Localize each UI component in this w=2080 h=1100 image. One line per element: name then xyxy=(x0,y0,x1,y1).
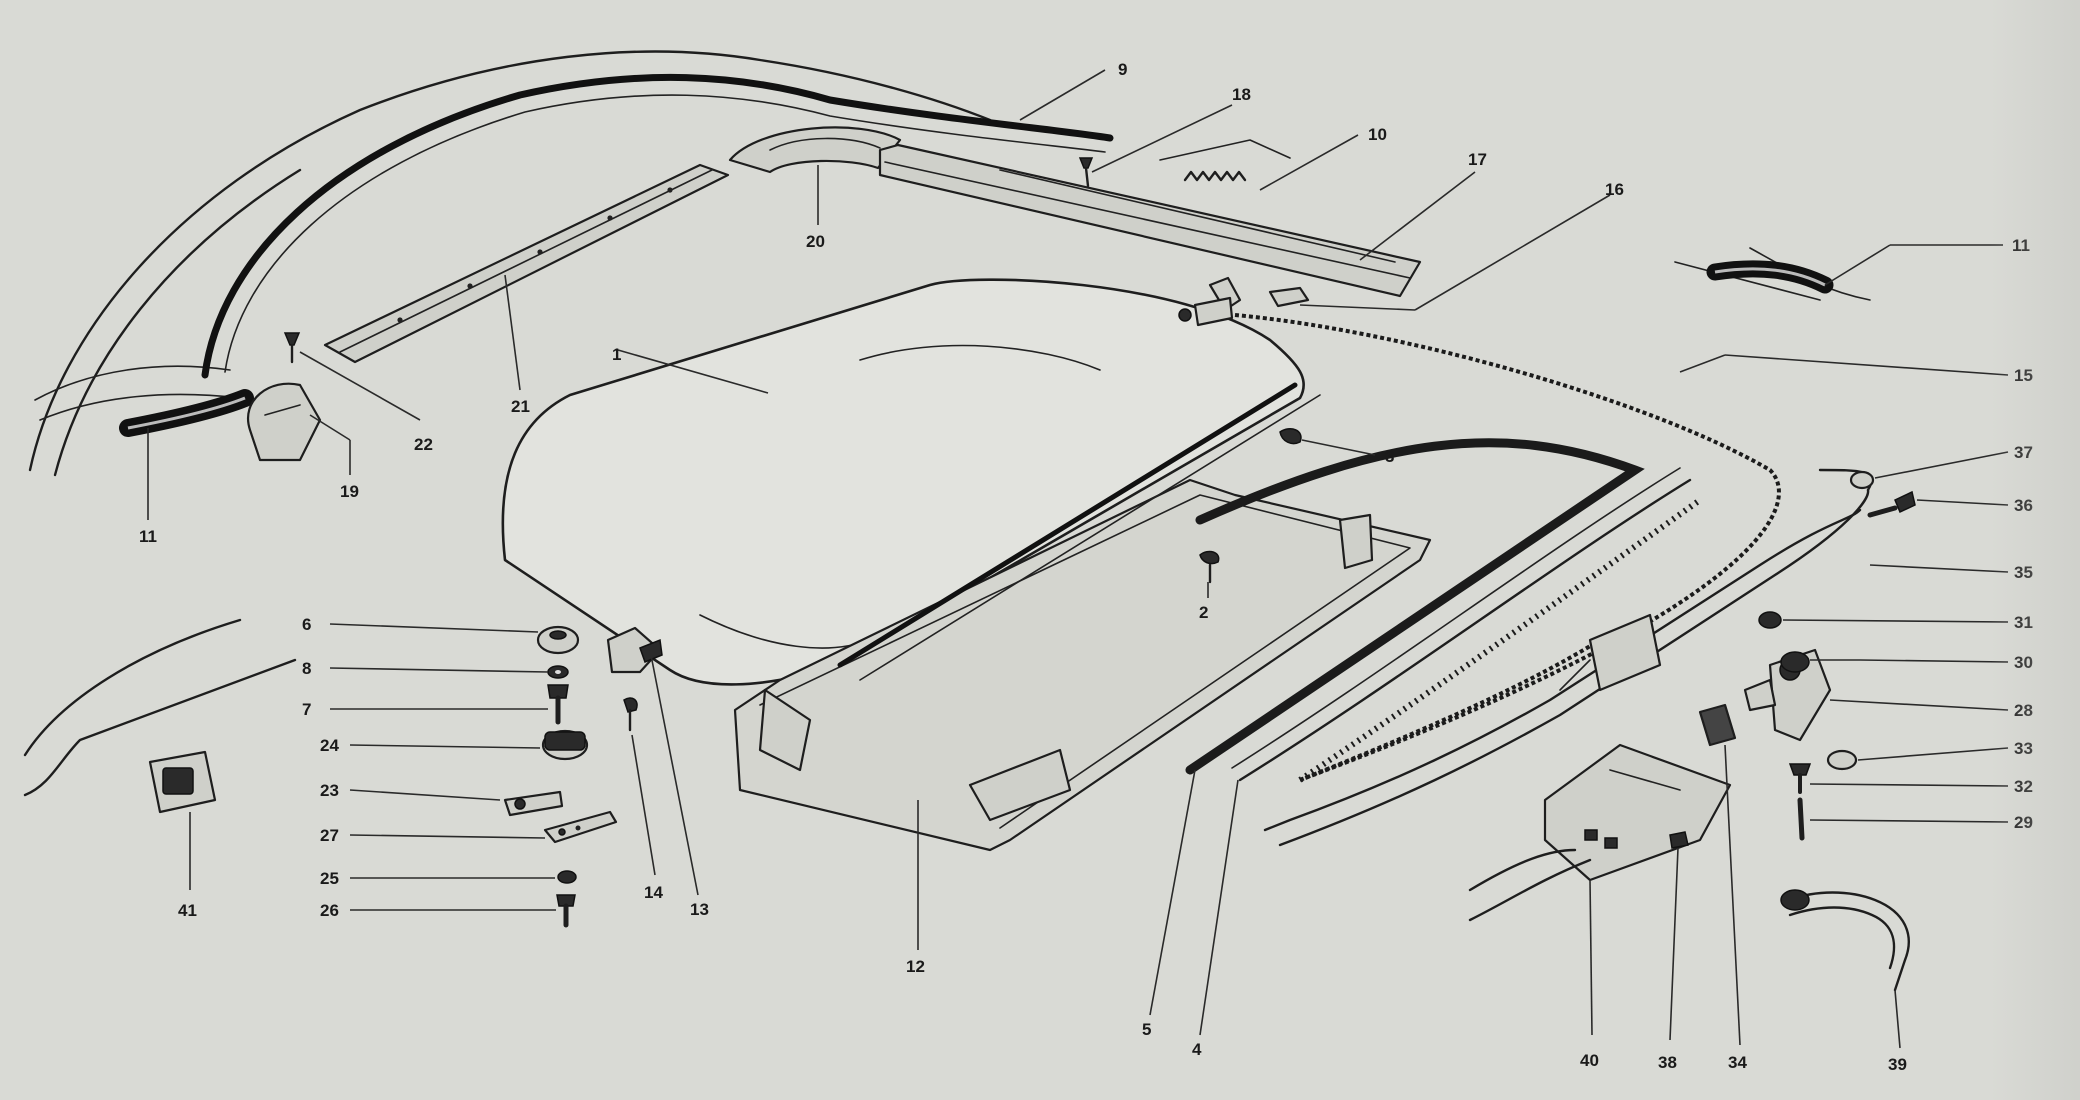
body-contour-lower-left xyxy=(23,618,297,797)
callout-18: 18 xyxy=(1232,85,1251,104)
screw-14 xyxy=(623,697,638,732)
callout-23: 23 xyxy=(320,781,339,800)
seal-strip-5 xyxy=(1185,438,1645,775)
callout-34: 34 xyxy=(1728,1053,1747,1072)
callout-24: 24 xyxy=(320,736,339,755)
screw-29 xyxy=(1797,797,1805,841)
crank-handle-39 xyxy=(1780,889,1910,992)
callout-41: 41 xyxy=(178,901,197,920)
cable-bracket-mount xyxy=(1559,613,1662,692)
rubber-bump-6 xyxy=(536,625,580,655)
corner-bracket-19 xyxy=(247,382,322,462)
panel-guide-2 xyxy=(1199,550,1220,584)
callout-17: 17 xyxy=(1468,150,1487,169)
callout-16: 16 xyxy=(1605,180,1624,199)
washer-33 xyxy=(1826,749,1858,771)
callout-20: 20 xyxy=(806,232,825,251)
roof-seal-part xyxy=(201,73,1114,379)
callout-6: 6 xyxy=(302,615,311,634)
bolt-26 xyxy=(556,894,576,928)
panel-seal-strip xyxy=(837,382,1321,681)
callout-11-left: 11 xyxy=(139,527,157,546)
cover-plate-part xyxy=(728,126,902,174)
callout-3: 3 xyxy=(1385,447,1394,466)
drain-hose-left xyxy=(119,389,254,437)
callout-9: 9 xyxy=(1118,60,1127,79)
callout-19: 19 xyxy=(340,482,359,501)
screw-32 xyxy=(1788,763,1812,794)
callout-21: 21 xyxy=(511,397,530,416)
roof-outline xyxy=(28,50,992,477)
rear-bracket-13 xyxy=(606,626,663,674)
callout-5: 5 xyxy=(1142,1020,1151,1039)
callout-25: 25 xyxy=(320,869,339,888)
washer-8 xyxy=(547,665,569,679)
plate-27 xyxy=(543,810,618,844)
callout-40: 40 xyxy=(1580,1051,1599,1070)
drain-hose-right xyxy=(1674,247,1871,301)
nut-31 xyxy=(1758,611,1782,629)
leader-lines xyxy=(147,69,2009,1049)
callout-22: 22 xyxy=(414,435,433,454)
tension-spring-part xyxy=(1159,139,1291,182)
page-edge-shadow xyxy=(1990,0,2080,1100)
screw-22 xyxy=(283,332,301,364)
motor-bushing-34 xyxy=(1698,703,1737,747)
seal-strip-4 xyxy=(1231,467,1692,782)
callout-4: 4 xyxy=(1192,1040,1202,1059)
lower-roof-frame xyxy=(733,478,1432,852)
callout-7: 7 xyxy=(302,700,311,719)
nut-38 xyxy=(1669,831,1689,849)
bolt-36 xyxy=(1867,490,1916,518)
cable-clamp-part xyxy=(1178,276,1310,327)
switch-41 xyxy=(148,750,217,814)
front-guide-rail-part xyxy=(323,163,730,364)
knob-24 xyxy=(541,729,589,761)
washer-37 xyxy=(1849,470,1875,490)
callout-10: 10 xyxy=(1368,125,1387,144)
small-screw-18 xyxy=(1078,157,1094,188)
callout-39: 39 xyxy=(1888,1055,1907,1074)
bracket-23 xyxy=(503,790,564,817)
callout-12: 12 xyxy=(906,957,925,976)
callout-38: 38 xyxy=(1658,1053,1677,1072)
callout-2: 2 xyxy=(1199,603,1208,622)
callout-26: 26 xyxy=(320,901,339,920)
rear-frame-rail-part xyxy=(878,143,1422,298)
bolt-7 xyxy=(547,684,569,725)
panel-stop-3 xyxy=(1279,428,1302,445)
callout-1: 1 xyxy=(612,345,621,364)
callout-27: 27 xyxy=(320,826,339,845)
gearbox-40 xyxy=(1468,743,1732,922)
washer-25 xyxy=(557,870,577,884)
drive-gear-30 xyxy=(1780,651,1810,673)
callout-14: 14 xyxy=(644,883,663,902)
callout-8: 8 xyxy=(302,659,311,678)
callout-13: 13 xyxy=(690,900,709,919)
drive-cable-part xyxy=(1234,313,1781,782)
